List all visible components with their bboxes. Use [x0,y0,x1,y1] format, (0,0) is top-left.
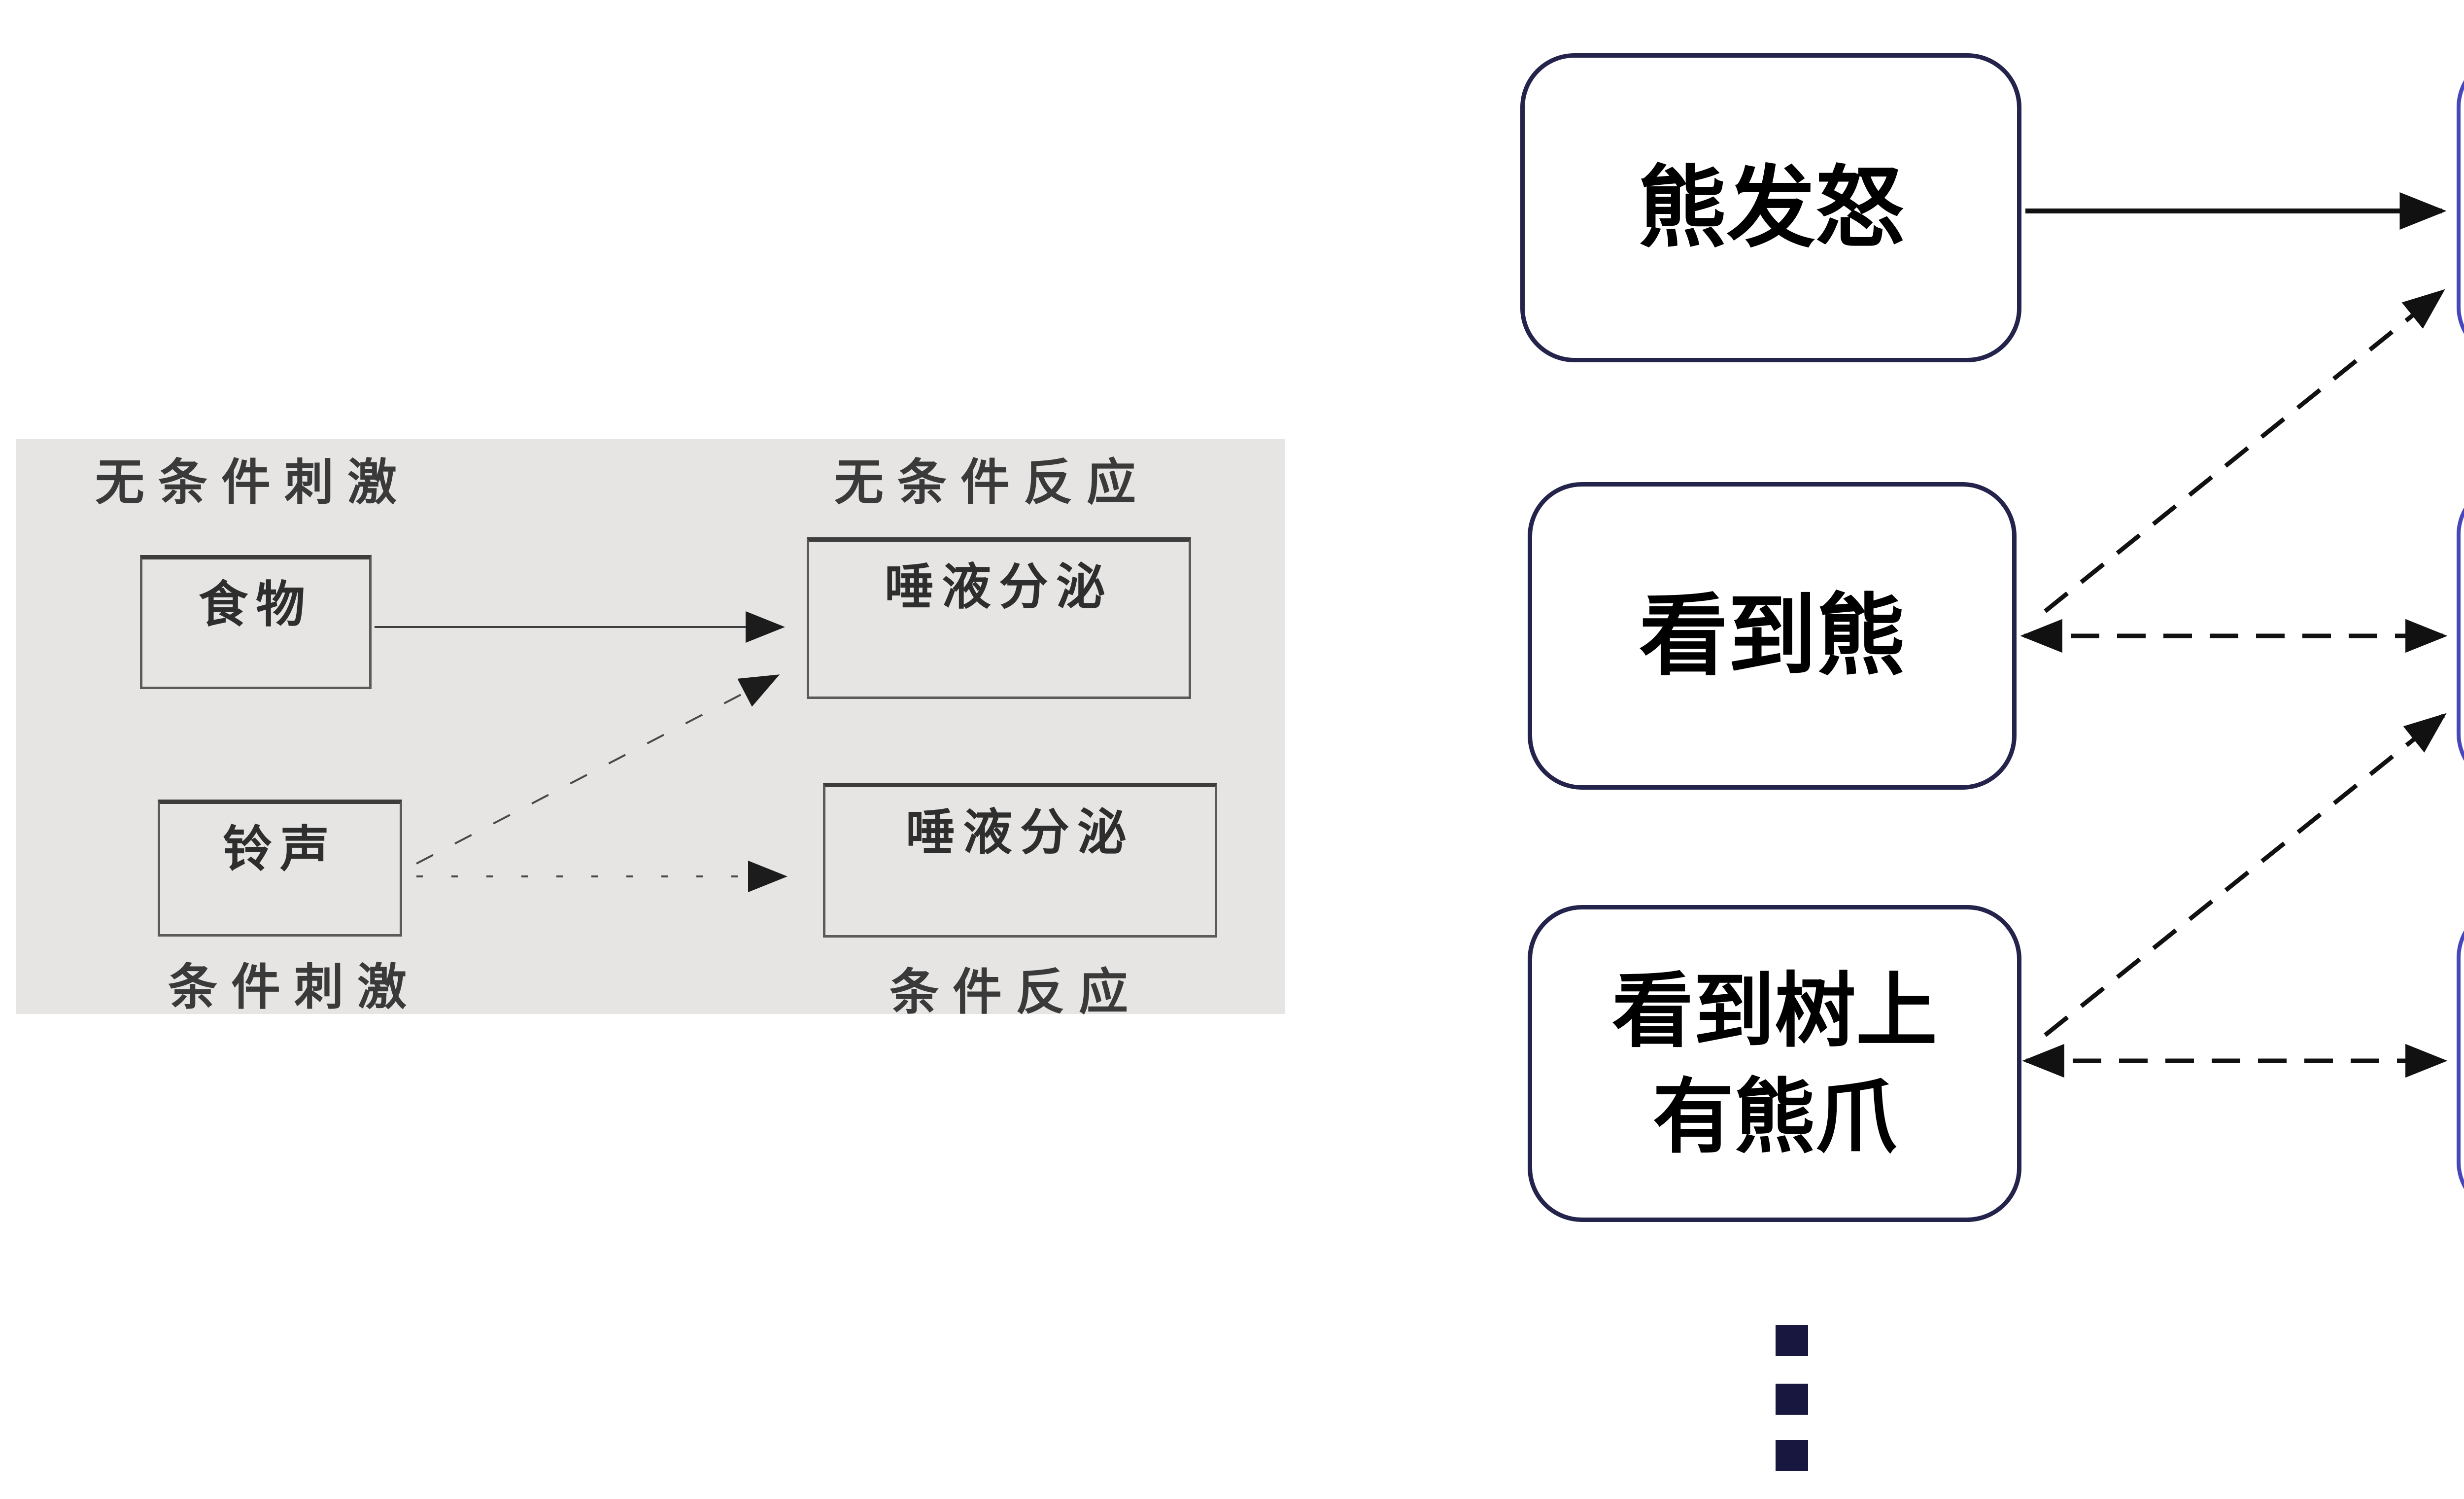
classical-conditioning-panel: 无条件刺激 无条件反应 食物 唾液分泌 铃声 唾液分泌 条件刺激 条件反应 [16,439,1285,1021]
state-box-bear-angry: 熊发怒 [1520,53,2021,362]
box-saliva-top: 唾液分泌 [807,537,1191,699]
value-box-v-s-prime: V(s′) [2457,481,2464,788]
value-box-reward: 奖励 [2457,53,2464,361]
state-box-see-bear-claws: 看到树上 有熊爪 [1528,905,2021,1222]
box-bell: 铃声 [158,800,402,937]
label-conditioned-response: 条件反应 [890,963,1142,1021]
arrow-claws-to-vsprime-dashed [2044,713,2447,1037]
box-saliva-bottom: 唾液分泌 [823,783,1217,938]
ellipsis-dot-left-3 [1776,1440,1808,1471]
box-food: 食物 [140,555,372,689]
state-box-see-bear: 看到熊 [1528,482,2017,790]
label-conditioned-stimulus: 条件刺激 [168,958,420,1016]
label-unconditioned-response: 无条件反应 [834,453,1150,511]
label-unconditioned-stimulus: 无条件刺激 [95,453,411,511]
value-box-v-s: V(s) [2457,904,2464,1216]
ellipsis-dot-left-2 [1776,1384,1808,1415]
arrow-see-bear-to-reward-dashed [2044,289,2445,613]
ellipsis-dot-left-1 [1776,1325,1808,1356]
